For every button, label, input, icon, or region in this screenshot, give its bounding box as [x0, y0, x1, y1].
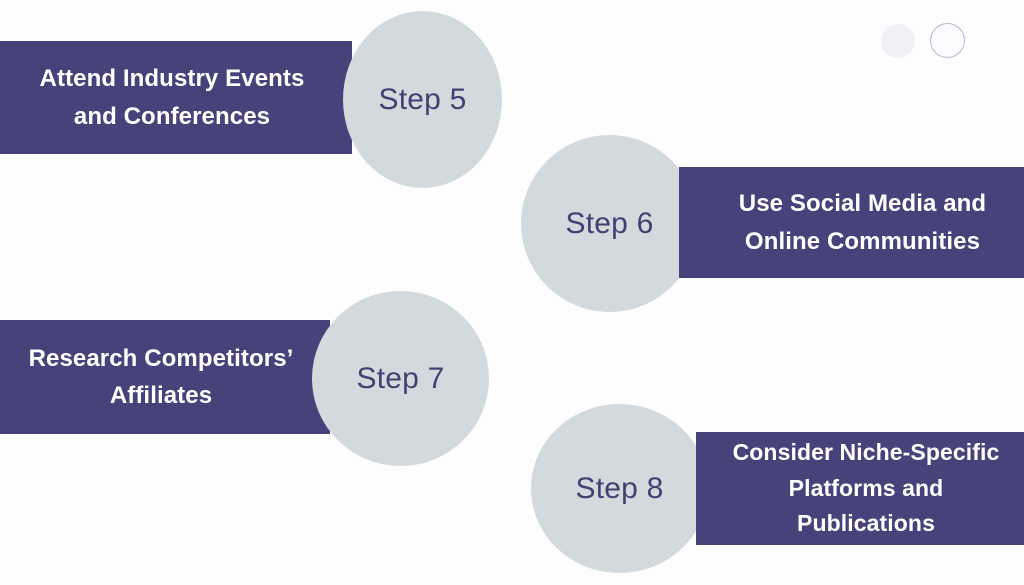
decorative-outline-circle-icon	[930, 23, 965, 58]
step-8-bar: Consider Niche-Specific Platforms and Pu…	[696, 432, 1024, 545]
step-6-label: Use Social Media and Online Communities	[738, 190, 987, 255]
step-5-label: Attend Industry Events and Conferences	[39, 65, 305, 130]
step-5-badge-label: Step 5	[378, 82, 467, 116]
step-7-badge-label: Step 7	[356, 361, 445, 395]
step-6-bar: Use Social Media and Online Communities	[679, 167, 1024, 278]
step-6-badge: Step 6	[521, 135, 698, 312]
step-5-badge: Step 5	[343, 11, 502, 188]
step-7-badge: Step 7	[312, 291, 489, 466]
step-8-badge-label: Step 8	[575, 471, 664, 505]
step-8-badge: Step 8	[531, 404, 708, 573]
step-7-bar: Research Competitors’ Affiliates	[0, 320, 330, 434]
step-6-badge-label: Step 6	[565, 206, 654, 240]
step-7-label: Research Competitors’ Affiliates	[28, 344, 294, 409]
step-5-bar: Attend Industry Events and Conferences	[0, 41, 352, 154]
step-8-label: Consider Niche-Specific Platforms and Pu…	[732, 439, 1000, 537]
decorative-filled-circle-icon	[881, 24, 915, 58]
